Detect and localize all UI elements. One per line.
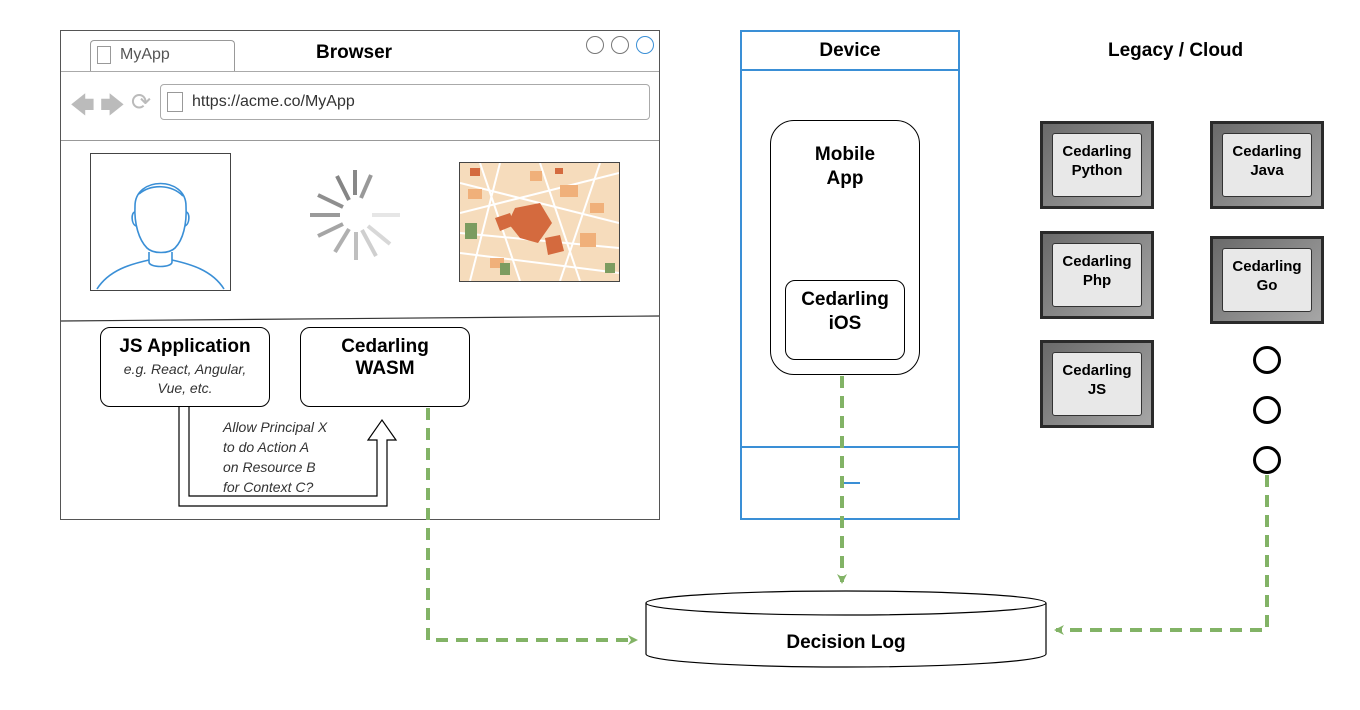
cedarling-go-chip: Cedarling Go bbox=[1210, 236, 1324, 324]
request-line: on Resource B bbox=[223, 459, 316, 475]
ellipsis-dot-icon bbox=[1253, 446, 1281, 474]
chip-label-line: Java bbox=[1250, 162, 1284, 179]
js-application-node: JS Application e.g. React, Angular, Vue,… bbox=[100, 327, 270, 407]
window-circle-icon[interactable] bbox=[611, 36, 629, 54]
address-bar-url[interactable]: https://acme.co/MyApp bbox=[192, 93, 355, 110]
chip-label-line: Php bbox=[1082, 272, 1112, 289]
cedarling-wasm-node: Cedarling WASM bbox=[300, 327, 470, 407]
chip-label-line: Cedarling bbox=[1062, 253, 1132, 270]
js-application-subtitle: e.g. React, Angular, Vue, etc. bbox=[101, 360, 269, 398]
tabbar-divider bbox=[61, 71, 659, 72]
js-application-title: JS Application bbox=[119, 336, 251, 357]
ellipsis-dot-icon bbox=[1253, 346, 1281, 374]
decision-log-label: Decision Log bbox=[786, 632, 906, 653]
window-circle-icon[interactable] bbox=[586, 36, 604, 54]
wasm-label-line: WASM bbox=[355, 358, 415, 379]
device-home-indicator bbox=[840, 482, 860, 484]
back-arrow-icon[interactable]: 🡄 bbox=[70, 92, 95, 119]
forward-arrow-icon[interactable]: 🡆 bbox=[100, 92, 125, 119]
address-bar[interactable] bbox=[160, 84, 650, 120]
map-thumbnail-image bbox=[459, 162, 620, 282]
cedarling-php-chip: Cedarling Php bbox=[1040, 231, 1154, 319]
window-circle-icon[interactable] bbox=[636, 36, 654, 54]
chip-label-line: Cedarling bbox=[1062, 362, 1132, 379]
legacy-cloud-title: Legacy / Cloud bbox=[1108, 40, 1244, 61]
device-bottom-divider bbox=[741, 446, 959, 448]
chip-label-line: Python bbox=[1071, 162, 1123, 179]
request-line: for Context C? bbox=[223, 479, 314, 495]
ios-label-line: Cedarling bbox=[801, 289, 889, 310]
authorization-request-text: Allow Principal X to do Action A on Reso… bbox=[223, 417, 327, 497]
refresh-icon[interactable]: ⟳ bbox=[131, 89, 152, 116]
browser-title: Browser bbox=[316, 42, 393, 63]
ellipsis-dot-icon bbox=[1253, 396, 1281, 424]
wasm-to-log-arrow bbox=[426, 408, 638, 645]
chip-label-line: Cedarling bbox=[1232, 258, 1302, 275]
mobile-app-label: Mobile App bbox=[770, 143, 920, 191]
chip-label-line: Cedarling bbox=[1062, 143, 1132, 160]
tab-label: MyApp bbox=[120, 46, 170, 63]
chip-label-line: JS bbox=[1087, 381, 1107, 398]
decision-log-database bbox=[645, 590, 1047, 668]
person-icon bbox=[96, 182, 225, 290]
js-application-subtitle-line: Vue, etc. bbox=[157, 380, 213, 396]
cedarling-ios-node: Cedarling iOS bbox=[785, 280, 905, 360]
page-icon bbox=[167, 92, 183, 112]
document-icon bbox=[97, 46, 111, 64]
request-line: Allow Principal X bbox=[223, 419, 328, 435]
js-application-subtitle-line: e.g. React, Angular, bbox=[123, 361, 247, 377]
user-avatar-image bbox=[90, 153, 231, 291]
chip-label-line: Go bbox=[1256, 277, 1278, 294]
request-line: to do Action A bbox=[223, 439, 310, 455]
mobile-app-label-line: Mobile bbox=[814, 144, 876, 165]
chip-label-line: Cedarling bbox=[1232, 143, 1302, 160]
browser-tab[interactable] bbox=[90, 40, 235, 72]
legacy-to-log-arrow bbox=[1054, 475, 1269, 635]
mobile-app-label-line: App bbox=[826, 168, 864, 189]
cedarling-python-chip: Cedarling Python bbox=[1040, 121, 1154, 209]
device-top-divider bbox=[741, 69, 959, 71]
ios-label-line: iOS bbox=[828, 313, 862, 334]
wasm-label-line: Cedarling bbox=[341, 336, 429, 357]
cedarling-java-chip: Cedarling Java bbox=[1210, 121, 1324, 209]
content-divider bbox=[61, 140, 659, 141]
device-title: Device bbox=[819, 40, 881, 61]
cedarling-js-chip: Cedarling JS bbox=[1040, 340, 1154, 428]
